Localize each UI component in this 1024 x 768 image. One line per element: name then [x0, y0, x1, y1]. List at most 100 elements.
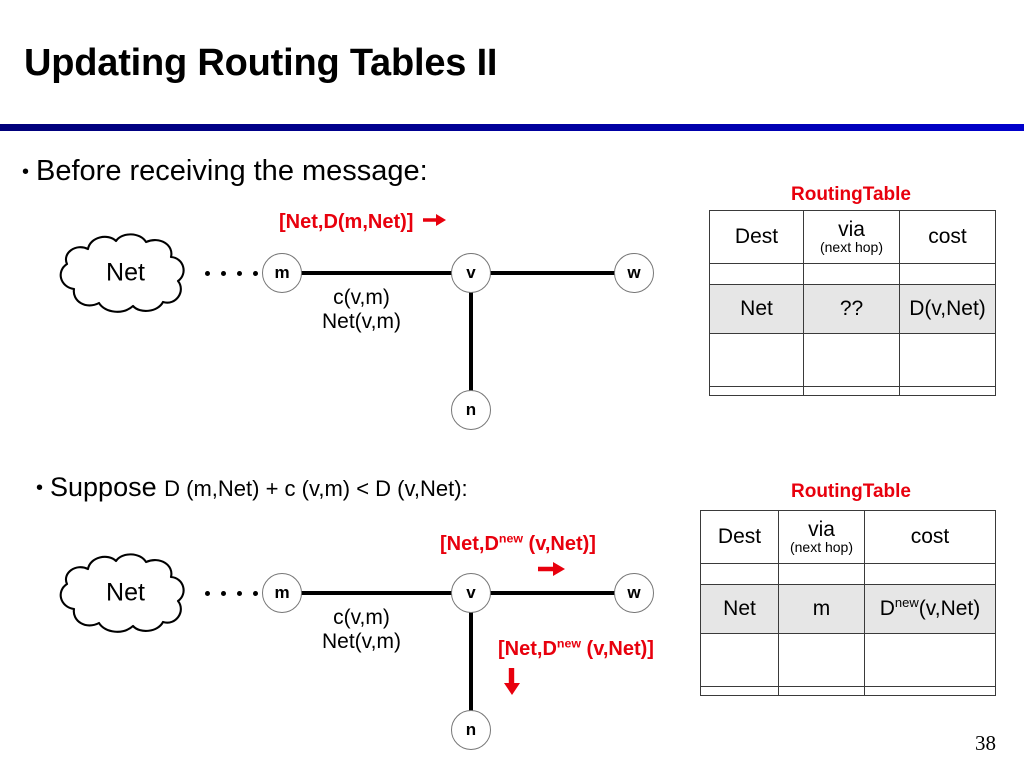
network-diagram-after: Net m v w n c(v,m) Net(v,m) [Net,Dnew (v…	[0, 520, 700, 768]
arrow-down-icon	[503, 668, 521, 701]
cell-via	[778, 686, 865, 696]
cell-via	[803, 333, 900, 387]
table-header-row: Dest via (next hop) cost	[709, 210, 996, 264]
bullet-before-receiving: • Before receiving the message:	[22, 155, 428, 188]
bullet-dot-icon: •	[22, 160, 30, 183]
table-row	[700, 563, 996, 585]
table-row-highlighted: Net ?? D(v,Net)	[709, 284, 996, 334]
bullet-2-lead: Suppose	[50, 472, 157, 502]
node-m-label: m	[274, 263, 290, 282]
header-via-sub: (next hop)	[819, 239, 884, 256]
cell-dest	[700, 633, 779, 687]
title-divider	[0, 124, 1024, 131]
node-v[interactable]: v	[451, 573, 491, 613]
page-title: Updating Routing Tables II	[24, 42, 498, 84]
link-v-w	[490, 271, 616, 275]
table-row-partial	[700, 686, 996, 696]
arrow-right-icon	[538, 560, 566, 583]
message-annotation-text: [Net,D(m,Net)]	[279, 211, 414, 233]
edge-net-text: Net(v,m)	[322, 629, 401, 653]
node-v-label: v	[466, 583, 476, 602]
message-annotation-v-to-n: [Net,Dnew (v,Net)]	[498, 636, 654, 661]
cell-cost	[864, 633, 996, 687]
node-n[interactable]: n	[451, 710, 491, 750]
node-m[interactable]: m	[262, 573, 302, 613]
network-diagram-before: Net m v w n c(v,m) Net(v,m) [Net,D(m	[0, 200, 700, 450]
table-row-partial	[709, 386, 996, 396]
header-via-main: via	[808, 518, 835, 542]
cell-cost	[899, 333, 996, 387]
node-w[interactable]: w	[614, 573, 654, 613]
message-annotation-suffix: (v,Net)]	[523, 533, 596, 555]
header-via: via (next hop)	[778, 510, 865, 564]
cell-dest	[709, 386, 804, 396]
cell-dest	[709, 263, 804, 285]
network-cloud: Net	[48, 231, 203, 315]
message-annotation-prefix: [Net,D	[440, 533, 499, 555]
bullet-suppose: • Suppose D (m,Net) + c (v,m) < D (v,Net)…	[36, 472, 468, 503]
table-header-row: Dest via (next hop) cost	[700, 510, 996, 564]
edge-net-text: Net(v,m)	[322, 309, 401, 333]
edge-cost-text: c(v,m)	[333, 286, 390, 309]
routing-table-top: Dest via (next hop) cost Net ?? D(v,Net)	[709, 210, 996, 396]
node-m[interactable]: m	[262, 253, 302, 293]
cell-via	[803, 386, 900, 396]
message-annotation-sup: new	[498, 531, 523, 546]
edge-label-cost-vm: c(v,m) Net(v,m)	[322, 606, 401, 653]
routing-table-bottom-title: RoutingTable	[791, 481, 911, 502]
bullet-1-text: Before receiving the message:	[36, 155, 428, 187]
cell-cost-suffix: (v,Net)	[918, 597, 981, 620]
bullet-dot-icon: •	[36, 477, 44, 500]
header-cost: cost	[899, 210, 996, 264]
link-m-v	[300, 591, 454, 595]
node-v-label: v	[466, 263, 476, 282]
cell-cost	[899, 386, 996, 396]
message-annotation-v-to-w: [Net,Dnew (v,Net)]	[440, 531, 596, 556]
link-v-w	[490, 591, 616, 595]
cell-via	[778, 563, 865, 585]
node-m-label: m	[274, 583, 290, 602]
table-row	[709, 333, 996, 387]
message-annotation-suffix: (v,Net)]	[581, 638, 654, 660]
cell-via	[803, 263, 900, 285]
cell-via: m	[778, 584, 865, 634]
message-annotation-prefix: [Net,D	[498, 638, 557, 660]
page-number: 38	[975, 731, 996, 755]
cell-dest: Net	[700, 584, 779, 634]
cell-cost-prefix: D	[879, 597, 895, 620]
node-n-label: n	[465, 400, 477, 419]
routing-table-top-title: RoutingTable	[791, 184, 911, 205]
cell-cost	[899, 263, 996, 285]
table-row	[709, 263, 996, 285]
arrow-right-icon	[423, 211, 447, 234]
link-m-v	[300, 271, 454, 275]
message-annotation-m-to-v: [Net,D(m,Net)]	[279, 211, 447, 234]
bullet-2-formula: D (m,Net) + c (v,m) < D (v,Net):	[164, 476, 468, 501]
edge-cost-text: c(v,m)	[333, 606, 390, 629]
header-via: via (next hop)	[803, 210, 900, 264]
table-row-highlighted: Net m Dnew(v,Net)	[700, 584, 996, 634]
message-annotation-sup: new	[556, 636, 581, 651]
node-n[interactable]: n	[451, 390, 491, 430]
node-n-label: n	[465, 720, 477, 739]
link-v-n	[469, 291, 473, 393]
node-w[interactable]: w	[614, 253, 654, 293]
table-row	[700, 633, 996, 687]
cell-dest	[700, 563, 779, 585]
routing-table-bottom: Dest via (next hop) cost Net m Dnew(v,Ne…	[700, 510, 996, 696]
cell-cost: D(v,Net)	[899, 284, 996, 334]
header-dest: Dest	[700, 510, 779, 564]
header-via-sub: (next hop)	[789, 539, 854, 556]
cell-cost-sup: new	[894, 595, 919, 610]
cell-cost	[864, 686, 996, 696]
header-dest: Dest	[709, 210, 804, 264]
cell-via	[778, 633, 865, 687]
cell-dest	[709, 333, 804, 387]
edge-label-cost-vm: c(v,m) Net(v,m)	[322, 286, 401, 333]
cell-cost	[864, 563, 996, 585]
cell-dest	[700, 686, 779, 696]
node-v[interactable]: v	[451, 253, 491, 293]
header-cost: cost	[864, 510, 996, 564]
network-cloud: Net	[48, 551, 203, 635]
